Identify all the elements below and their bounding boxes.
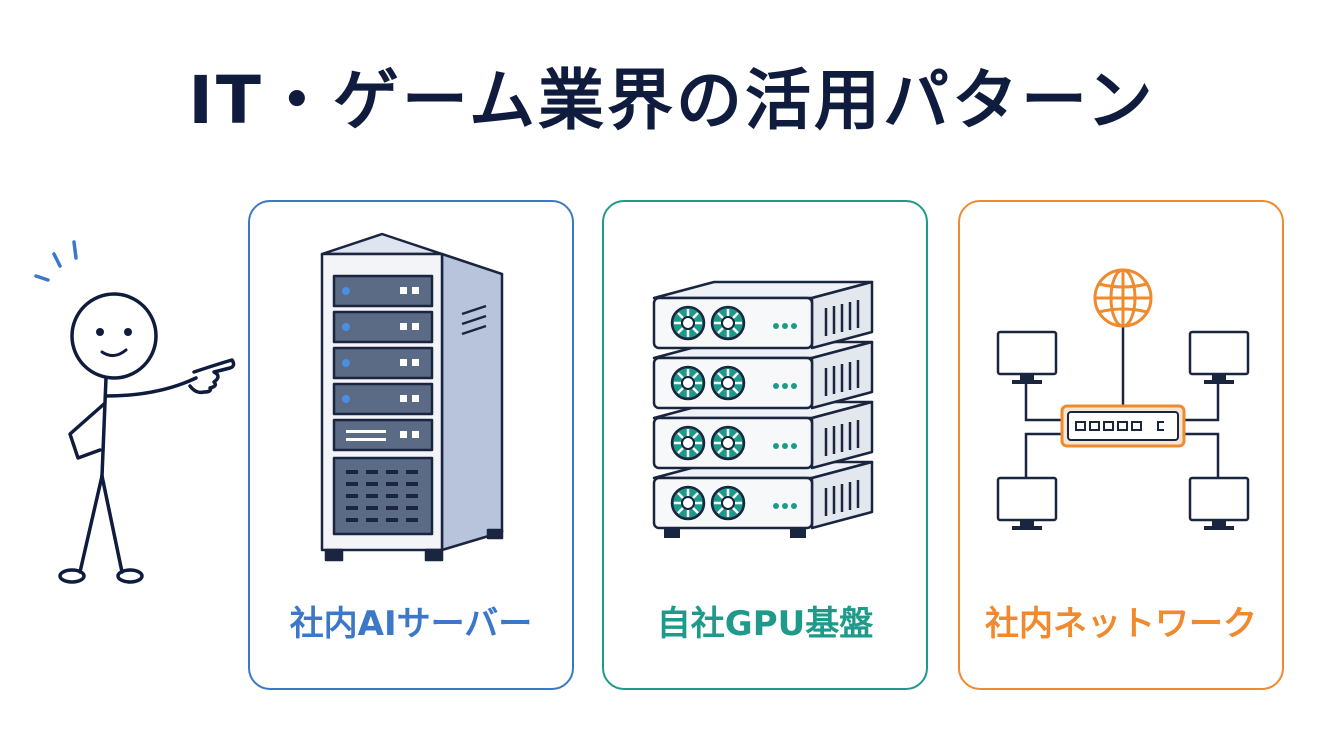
page-title: IT・ゲーム業界の活用パターン [188, 62, 1156, 139]
card-network: 社内ネットワーク [958, 200, 1284, 690]
gpu-stack-icon [604, 202, 930, 586]
card-label-network: 社内ネットワーク [985, 604, 1257, 644]
network-icon [960, 202, 1286, 586]
server-rack-icon [250, 202, 576, 586]
pointing-stick-figure-icon [18, 236, 248, 610]
card-label-ai-server: 社内AIサーバー [289, 604, 533, 644]
card-label-gpu-platform: 自社GPU基盤 [656, 604, 874, 644]
card-gpu-platform: 自社GPU基盤 [602, 200, 928, 690]
card-ai-server: 社内AIサーバー [248, 200, 574, 690]
